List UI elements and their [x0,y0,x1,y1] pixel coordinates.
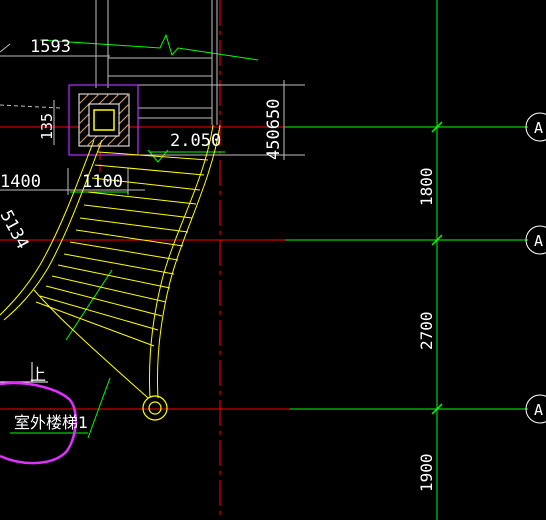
title-leader [87,377,111,439]
dim-tick-a [0,43,11,53]
grid-spacing-labels: 1800 2700 1900 [417,167,436,492]
top-break-line [39,33,259,61]
axis-bubble-1[interactable]: A [525,112,546,142]
axis-bubble-2[interactable]: A [525,225,546,255]
dim-label-135: 135 [38,113,56,140]
column-core [93,109,115,131]
grid-spacing-1900: 1900 [417,453,436,492]
elevation-marker [147,149,169,163]
dim-tick-2 [431,234,443,246]
dim-label-1100: 1100 [82,172,123,192]
stair-post-inner [148,401,162,415]
axis-bubble-label: A [534,232,543,250]
axis-bubble-label: A [534,401,543,419]
dim-label-diagonal: 5134 [0,207,32,253]
dim-label-vertical-pair: 450650 [264,99,284,160]
red-grid-lines [0,0,290,520]
dim-tick-1 [431,121,443,133]
stair-title: 室外楼梯1 [14,413,88,432]
stringer-inner-b [3,139,103,321]
grid-spacing-1800: 1800 [417,167,436,206]
stringer-inner-a [0,139,95,316]
column-section[interactable] [68,84,139,156]
axis-bubbles: A A A [525,112,546,424]
axis-bubble-3[interactable]: A [525,394,546,424]
stringer-outer-b [157,124,221,399]
stair-direction-line [65,269,113,341]
dim-leader [0,104,61,109]
curved-stair[interactable] [0,124,221,421]
up-direction-label: 上 [30,365,46,384]
stringer-outer-a [149,124,214,399]
highlight-circle [0,381,78,465]
dim-label-1400: 1400 [0,172,41,192]
grid-spacing-2700: 2700 [417,311,436,350]
green-axis-lines [10,0,528,520]
stair-treads [35,151,209,347]
gray-dimension-lines [0,0,305,195]
elevation-label: 2.050 [170,131,221,151]
axis-bubble-label: A [534,119,543,137]
dim-tick-3 [431,403,443,415]
dim-label-1593: 1593 [30,37,71,57]
stair-post-outer [142,395,168,421]
stair-bottom-edge [33,289,149,399]
column-outline [68,84,139,156]
